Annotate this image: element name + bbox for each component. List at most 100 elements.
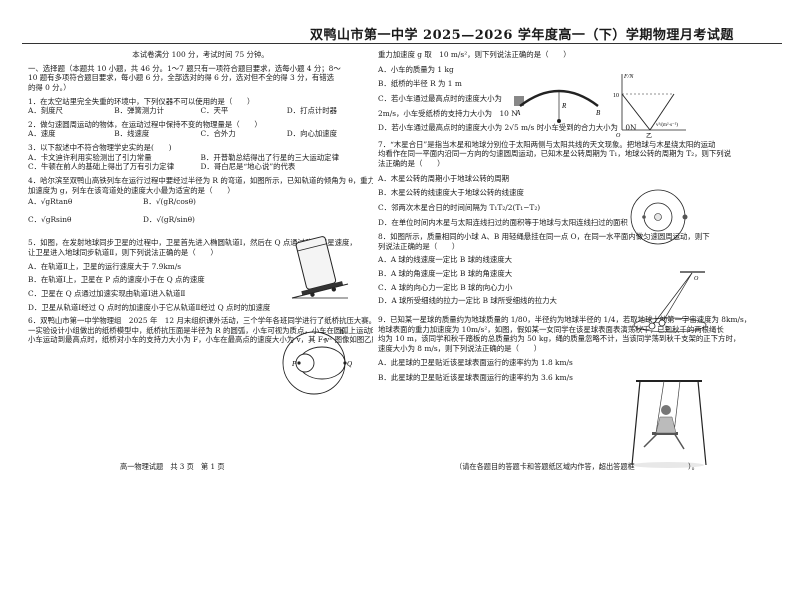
option-a: A．木星公转的周期小于地球公转的周期 [378, 173, 509, 183]
figure-label-yi: 乙 [646, 133, 652, 140]
option-d: D．卫星从轨道Ⅰ经过 Q 点时的加速度小于它从轨道Ⅱ经过 Q 点时的加速度 [28, 302, 271, 312]
y-axis-label: F/N [623, 74, 634, 80]
options: A．卡文迪许利用实验测出了引力常量 B．开普勒总结得出了行星的三大运动定律 [28, 153, 373, 163]
option-b: B．√(gR/cosθ) [143, 197, 196, 207]
question-stem: 让卫星进入地球同步轨道Ⅱ，则下列说法正确的是（ ） [28, 248, 218, 257]
option-c: C．天平 [200, 106, 229, 116]
swing-figure [631, 380, 707, 468]
ball-b [658, 319, 666, 327]
question-2: 2．做匀速圆周运动的物体，在运动过程中保持不变的物理量是（ ） A．速度 B．线… [28, 120, 373, 139]
option-b: B．开普勒总结得出了行星的三大运动定律 [200, 152, 339, 162]
option-b: B．纸桥的半径 R 为 1 m [378, 79, 462, 89]
jupiter-icon [682, 214, 688, 220]
left-column: 本试卷满分 100 分，考试时间 75 分钟。 一、选择题（本题共 10 小题，… [28, 50, 373, 345]
option-b: B．此星球的卫星贴近该星球表面运行的速率约为 3.6 km/s [378, 373, 573, 382]
question-8: 8．如图所示，质量相同的小球 A、B 用轻绳悬挂在同一点 O，在同一水平面内做匀… [378, 232, 778, 306]
page-title: 双鸭山市第一中学 2025—2026 学年度高一（下）学期物理月考试题 [310, 28, 734, 43]
option-c-cont: 2m/s，小车受纸桥的支持力大小为 10 N [378, 108, 518, 118]
y-tick-label: 10 [613, 93, 619, 99]
option-c: C．邻两次木星合日的时间间隔为 T₁T₂/2(T₁−T₂) [378, 202, 541, 212]
question-stem: 法正确的是（ ） [378, 159, 445, 168]
swing-rope [673, 380, 681, 434]
option-c: C．√gRsinθ [28, 214, 72, 224]
option-b: B．线速度 [114, 129, 150, 139]
option-c: C．若小车通过最高点时的速度大小为 [378, 93, 502, 103]
conical-pendulum-figure: O A B [633, 271, 707, 333]
label-r: R [561, 102, 567, 110]
option-b: B．A 球的角速度一定比 B 球的角速度大 [378, 269, 513, 278]
question-stem: 9．已知某一星球的质量约为地球质量的 1/80，半径约为地球半径的 1/4，若取… [378, 314, 752, 324]
question-stem: 1．在太空站里完全失重的环境中，下列仪器不可以使用的是（ ） [28, 96, 255, 106]
question-7: 7．“木星合日”是指当木星和地球分别位于太阳两侧与太阳共线的天文现象。把地球与木… [378, 140, 778, 227]
label-orbit-ii: Ⅱ [340, 328, 343, 336]
question-stem: 速度大小为 8 m/s，则下列说法正确的是（ ） [378, 343, 542, 353]
question-stem: 5．如图，在发射地球同步卫星的过程中，卫星首先进入椭圆轨道Ⅰ，然后在 Q 点通过… [28, 238, 357, 248]
option-d: D．√(gR/sinθ) [143, 214, 195, 224]
option-a: A．在轨道Ⅱ上，卫星的运行速度大于 7.9km/s [28, 261, 182, 271]
exam-intro: 本试卷满分 100 分，考试时间 75 分钟。 [132, 50, 269, 59]
options: C．牛顿在前人的基础上得出了万有引力定律 D．哥白尼是“地心说”的代表 [28, 162, 373, 172]
question-6: 6．双鸭山市第一中学物理组 2025 年 12 月末组织课外活动，三个学年各班同… [28, 316, 373, 345]
option-c: C．牛顿在前人的基础上得出了万有引力定律 [28, 162, 175, 172]
option-d: D．打点计时器 [286, 106, 338, 116]
question-stem: 小车运动到最高点时，纸桥对小车的支持力大小为 F，小车在最高点的速度大小为 v，… [28, 335, 373, 345]
train-on-bank-figure [291, 236, 349, 299]
option-d: D．哥白尼是“地心说”的代表 [200, 162, 296, 172]
option-d: D．若小车通过最高点时的速度大小为 2√5 m/s 时小车受到的合力大小为 0N [378, 123, 637, 133]
question-stem: 3．以下叙述中不符合物理学史实的是( ) [28, 143, 172, 152]
label-b: B [666, 326, 670, 332]
header-rule [22, 43, 782, 44]
swing-rope [655, 380, 665, 434]
option-b: B．木星公转的线速度大于地球公转的线速度 [378, 188, 524, 198]
label-a: A [515, 109, 521, 117]
ball-a [648, 322, 656, 330]
question-5: 5．如图，在发射地球同步卫星的过程中，卫星首先进入椭圆轨道Ⅰ，然后在 Q 点通过… [28, 238, 373, 312]
option-a: A．刻度尺 [28, 106, 63, 116]
question-stem: 列说法正确的是（ ） [378, 241, 460, 251]
force-velocity-graph: F/N v²/(m²·s⁻²) 10 O 乙 [613, 74, 686, 140]
option-d: D．向心加速度 [286, 129, 338, 139]
label-a: A [640, 326, 645, 332]
graph-line-up [649, 93, 675, 131]
section-line: 一、选择题（本题共 10 小题，共 46 分。1～7 题只有一项符合题目要求，选… [28, 63, 341, 73]
question-stem: 7．“木星合日”是指当木星和地球分别位于太阳两侧与太阳共线的天文现象。把地球与木… [378, 139, 716, 149]
question-stem: 地球表面的重力加速度为 10m/s²，如图，假如某一女同学在该星球表面表演荡秋千… [378, 324, 724, 334]
question-stem: 均看作在同一平面内沿同一方向的匀速圆周运动，已知木星公转周期为 T₁，地球公转的… [378, 149, 732, 159]
options: A．在轨道Ⅱ上，卫星的运行速度大于 7.9km/s B．在轨道Ⅰ上，卫星在 P … [28, 262, 273, 313]
section-one-instructions: 一、选择题（本题共 10 小题，共 46 分。1～7 题只有一项符合题目要求，选… [28, 64, 373, 93]
option-a: A．A 球的线速度一定比 B 球的线速度大 [378, 255, 513, 265]
earth-icon [642, 215, 646, 219]
orbit-figure: P Q Ⅰ Ⅱ [282, 328, 352, 395]
label-q: Q [347, 360, 352, 368]
string-b [661, 272, 693, 324]
paper-bridge-figure: A B R [514, 89, 601, 123]
section-line: 10 题有多项符合题目要求，每小题 6 分，全部选对的得 6 分，选对但不全的得… [28, 73, 335, 83]
footer-instructions: （请在各题目的答题卡和答题纸区域内作答，超出答题框 [455, 462, 635, 471]
solar-orbit-figure [630, 189, 688, 245]
girl-body [655, 416, 677, 434]
options: A．√gRtanθ B．√(gR/cosθ) C．√gRsinθ D．√(gR/… [28, 197, 258, 224]
girl-legs [643, 432, 685, 450]
string-a [651, 272, 693, 327]
label-p: P [291, 360, 297, 368]
label-b: B [596, 109, 601, 117]
question-1: 1．在太空站里完全失重的环境中，下列仪器不可以使用的是（ ） A．刻度尺 B．弹… [28, 97, 373, 116]
swing-seat [652, 432, 678, 435]
option-a: A．速度 [28, 129, 56, 139]
question-stem: 重力加速度 g 取 10 m/s²，则下列说法正确的是（ ） [378, 50, 571, 59]
options: A．刻度尺 B．弹簧测力计 C．天平 D．打点计时器 [28, 106, 373, 116]
option-a: A．此星球的卫星贴近该星球表面运行的速率约为 1.8 km/s [378, 358, 573, 368]
footer-page-info: 高一物理试题 共 3 页 第 1 页 [120, 462, 225, 471]
question-stem: 均为 10 m，该同学和秋千踏板的总质量约为 50 kg，绳的质量忽略不计，当该… [378, 334, 741, 344]
sun-icon [654, 213, 662, 221]
question-3: 3．以下叙述中不符合物理学史实的是( ) A．卡文迪许利用实验测出了引力常量 B… [28, 143, 373, 172]
option-c: C．A 球的向心力一定比 B 球的向心力小 [378, 282, 513, 292]
option-b: B．弹簧测力计 [114, 106, 165, 116]
origin-label: O [616, 133, 621, 139]
question-stem: 6．双鸭山市第一中学物理组 2025 年 12 月末组织课外活动，三个学年各班同… [28, 316, 373, 326]
car-icon [514, 96, 524, 106]
question-stem: 8．如图所示，质量相同的小球 A、B 用轻绳悬挂在同一点 O，在同一水平面内做匀… [378, 232, 710, 242]
options: A．速度 B．线速度 C．合外力 D．向心加速度 [28, 129, 373, 139]
girl-head [661, 405, 671, 415]
circular-path [633, 317, 707, 333]
